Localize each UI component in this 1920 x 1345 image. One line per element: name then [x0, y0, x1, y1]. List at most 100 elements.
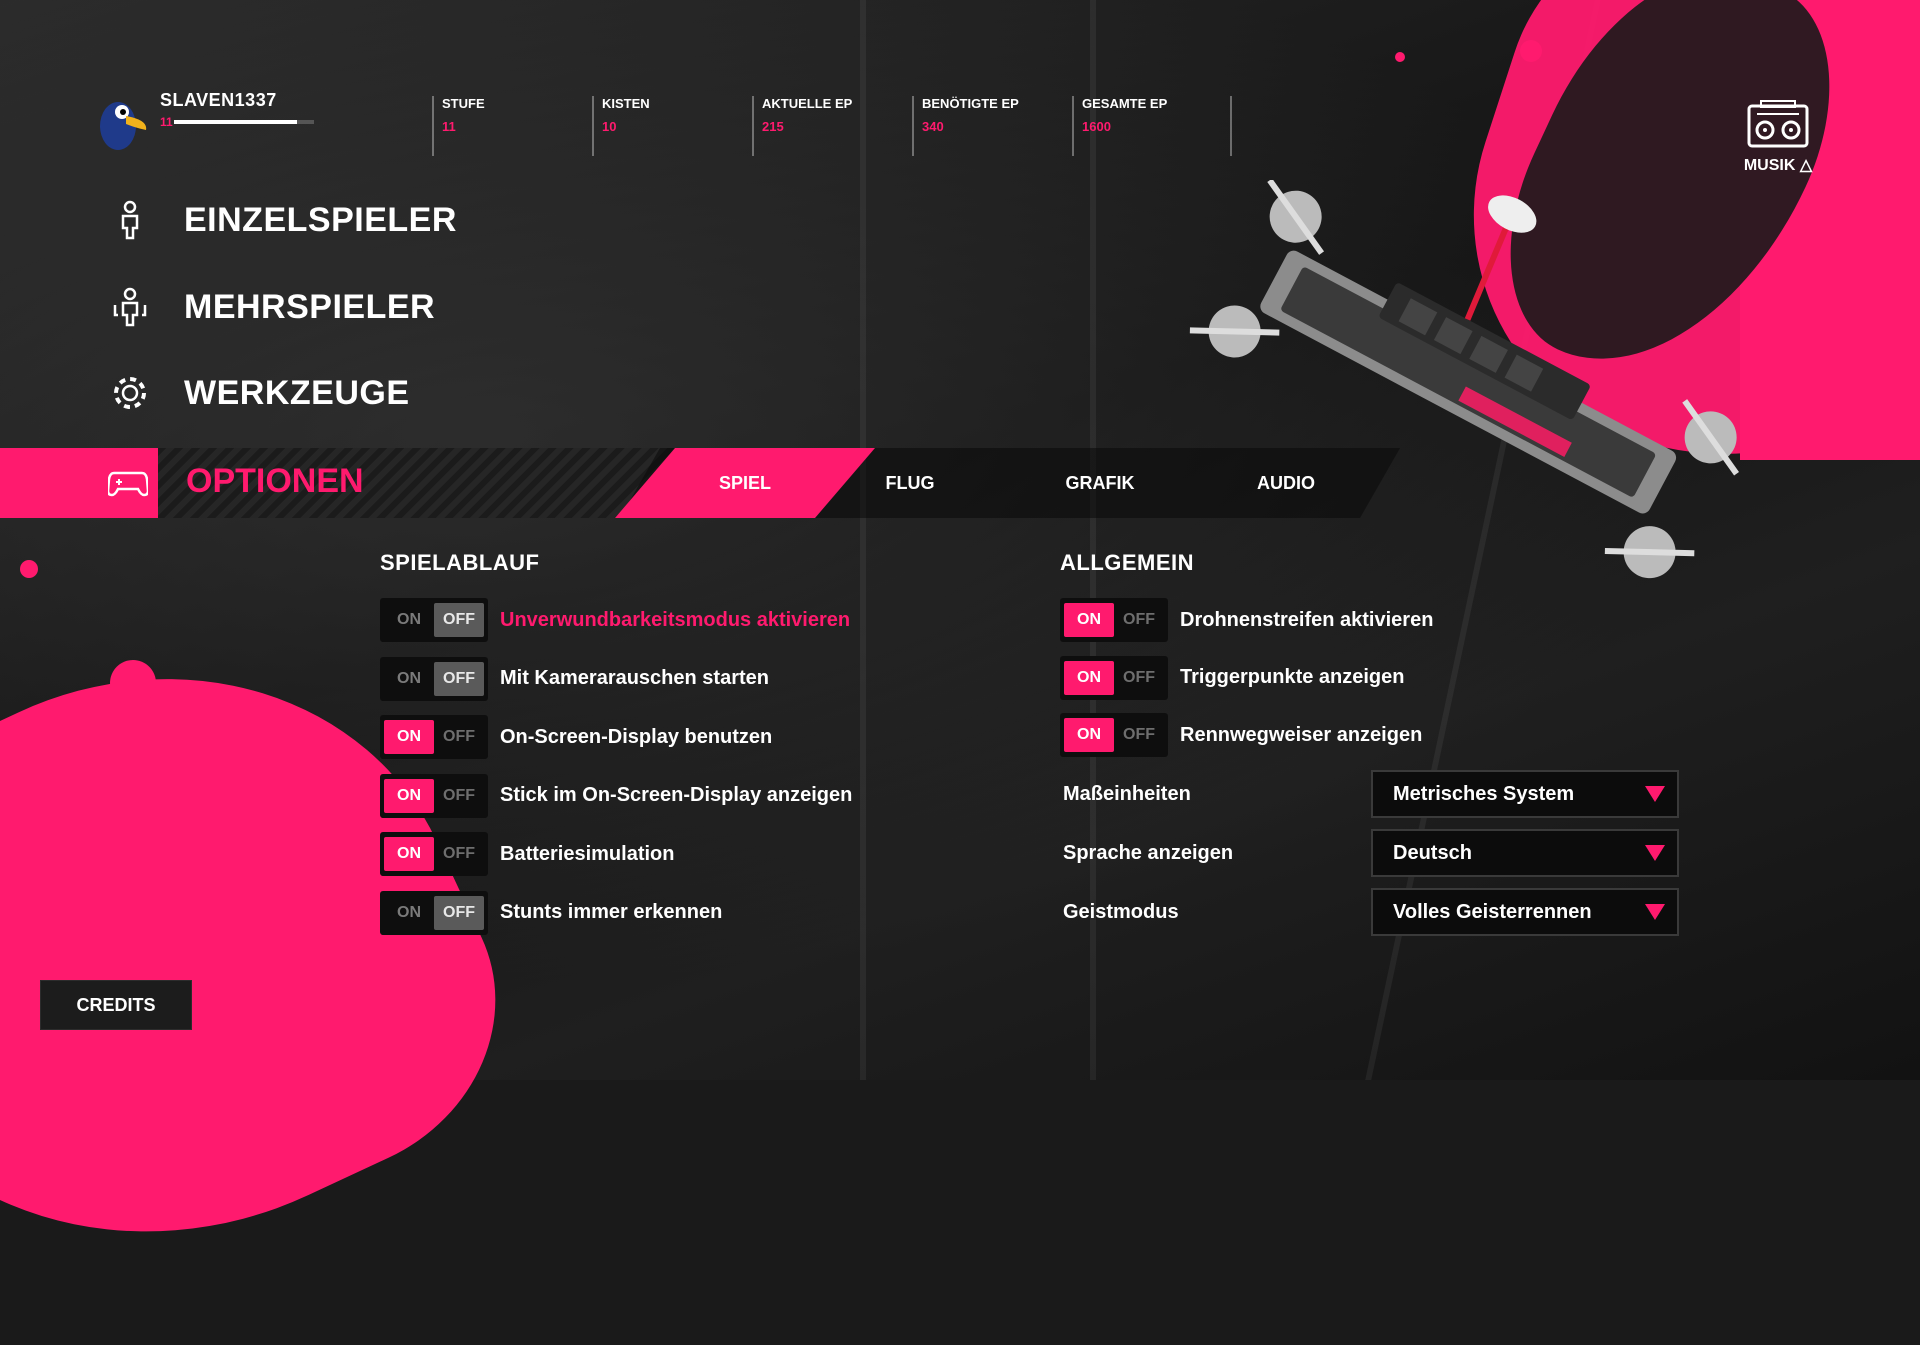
toggle-on-option[interactable]: ON	[1064, 603, 1114, 637]
username: SLAVEN1337	[160, 90, 277, 110]
setting-label: Mit Kamerarauschen starten	[500, 667, 769, 689]
toggle-on-option[interactable]: ON	[1064, 718, 1114, 752]
stat-required-xp: BENÖTIGTE EP 340	[912, 96, 1072, 156]
music-button[interactable]: MUSIK △	[1738, 100, 1818, 175]
paint-drop	[1395, 52, 1405, 62]
controller-button-icon: △	[1799, 157, 1813, 174]
toggle-off-option[interactable]: OFF	[443, 845, 475, 862]
toggle-off-option[interactable]: OFF	[1123, 726, 1155, 743]
setting-label: On-Screen-Display benutzen	[500, 725, 773, 748]
on-off-toggle[interactable]: ON OFF	[380, 656, 488, 701]
tab-flug[interactable]: FLUG	[885, 472, 935, 493]
toggle-off-option[interactable]: OFF	[434, 603, 484, 637]
dropdown-row: Sprache anzeigen Deutsch	[1063, 829, 1679, 877]
options-bar: OPTIONEN SPIEL FLUG GRAFIK AUDIO	[0, 448, 1400, 518]
toggle-on-option[interactable]: ON	[1064, 660, 1114, 695]
dropdown-arrow-icon	[1645, 786, 1665, 802]
toggle-row: ON OFF Mit Kamerarauschen starten	[380, 655, 769, 703]
stat-label: STUFE	[442, 96, 485, 111]
options-stripe	[158, 448, 678, 518]
toggle-off-option[interactable]: OFF	[434, 895, 484, 930]
on-off-toggle[interactable]: ON OFF	[1060, 713, 1168, 757]
dropdown-row: Geistmodus Volles Geisterrennen	[1063, 888, 1679, 936]
music-label: MUSIK △	[1743, 157, 1813, 174]
dropdown-select[interactable]: Metrisches System	[1371, 770, 1679, 818]
stat-label: AKTUELLE EP	[762, 96, 853, 111]
setting-label: Batteriesimulation	[500, 842, 675, 865]
toggle-on-option[interactable]: ON	[384, 837, 434, 871]
on-off-toggle[interactable]: ON OFF	[380, 598, 488, 642]
toggle-row: ON OFF Batteriesimulation	[380, 830, 674, 878]
on-off-toggle[interactable]: ON OFF	[1060, 598, 1168, 642]
dropdown-arrow-icon	[1645, 904, 1665, 920]
xp-progress-fill	[174, 120, 298, 124]
toggle-off-option[interactable]: OFF	[1123, 668, 1155, 686]
paint-drop	[20, 560, 38, 578]
dropdown-value: Deutsch	[1393, 841, 1472, 864]
setting-label: Drohnenstreifen aktivieren	[1180, 608, 1434, 631]
menu-tools[interactable]: WERKZEUGE	[110, 373, 410, 413]
setting-label: Unverwundbarkeitsmodus aktivieren	[500, 608, 851, 631]
paint-drop	[110, 660, 156, 706]
stat-value: 340	[922, 119, 944, 134]
toggle-row: ON OFF Drohnenstreifen aktivieren	[1060, 596, 1433, 644]
gear-icon	[110, 373, 150, 413]
dropdown-select[interactable]: Volles Geisterrennen	[1371, 888, 1679, 936]
toggle-on-option[interactable]: ON	[397, 903, 421, 921]
dropdown-value: Volles Geisterrennen	[1393, 900, 1592, 923]
paint-drop	[1520, 40, 1542, 62]
toggle-off-option[interactable]: OFF	[434, 661, 484, 696]
dropdown-label: Geistmodus	[1063, 900, 1179, 923]
toggle-off-option[interactable]: OFF	[443, 728, 475, 745]
stat-label: GESAMTE EP	[1082, 96, 1168, 111]
on-off-toggle[interactable]: ON OFF	[380, 773, 488, 818]
stat-level: STUFE 11	[432, 96, 592, 156]
road-line	[860, 0, 866, 1080]
setting-label: Triggerpunkte anzeigen	[1180, 666, 1405, 688]
menu-label: EINZELSPIELER	[184, 200, 457, 239]
dropdown-arrow-icon	[1645, 845, 1665, 861]
tab-audio[interactable]: AUDIO	[1257, 472, 1315, 493]
stat-value: 10	[602, 119, 617, 134]
dropdown-value: Metrisches System	[1393, 782, 1575, 805]
toggle-off-option[interactable]: OFF	[1123, 611, 1155, 628]
toggle-on-option[interactable]: ON	[384, 778, 434, 813]
toggle-on-option[interactable]: ON	[384, 720, 434, 754]
on-off-toggle[interactable]: ON OFF	[1060, 655, 1168, 700]
stat-current-xp: AKTUELLE EP 215	[752, 96, 912, 156]
on-off-toggle[interactable]: ON OFF	[380, 715, 488, 759]
setting-label: Rennwegweiser anzeigen	[1180, 723, 1423, 746]
menu-multiplayer[interactable]: MEHRSPIELER	[110, 287, 435, 327]
player-level: 11	[160, 115, 173, 129]
setting-label: Stick im On-Screen-Display anzeigen	[500, 784, 853, 806]
dropdown-select[interactable]: Deutsch	[1371, 829, 1679, 877]
section-title-allgemein: ALLGEMEIN	[1060, 550, 1195, 575]
menu-label: MEHRSPIELER	[184, 287, 436, 326]
boombox-icon	[1747, 100, 1809, 148]
menu-label: WERKZEUGE	[184, 373, 410, 412]
menu-singleplayer[interactable]: EINZELSPIELER	[110, 200, 457, 240]
stat-value: 215	[762, 119, 784, 134]
on-off-toggle[interactable]: ON OFF	[380, 832, 488, 876]
on-off-toggle[interactable]: ON OFF	[380, 890, 488, 935]
stat-value: 11	[442, 119, 456, 134]
dropdown-label: Sprache anzeigen	[1063, 841, 1234, 864]
toggle-on-option[interactable]: ON	[397, 611, 421, 628]
group-icon	[110, 287, 150, 327]
stat-label: KISTEN	[602, 96, 650, 111]
menu-options-icon-box[interactable]	[0, 448, 158, 518]
tab-grafik[interactable]: GRAFIK	[1065, 472, 1135, 493]
toggle-off-option[interactable]: OFF	[443, 786, 475, 804]
toggle-on-option[interactable]: ON	[397, 669, 421, 687]
section-title-spielablauf: SPIELABLAUF	[380, 550, 540, 575]
toggle-row: ON OFF Triggerpunkte anzeigen	[1060, 654, 1404, 702]
setting-label: Stunts immer erkennen	[500, 901, 723, 923]
single-person-icon	[110, 200, 150, 240]
stat-total-xp: GESAMTE EP 1600	[1072, 96, 1232, 156]
stat-value: 1600	[1082, 119, 1111, 134]
toggle-row: ON OFF Unverwundbarkeitsmodus aktivieren	[380, 596, 850, 644]
drone-model	[1189, 180, 1740, 579]
credits-button[interactable]: CREDITS	[40, 980, 192, 1030]
menu-options[interactable]: OPTIONEN	[186, 462, 364, 500]
